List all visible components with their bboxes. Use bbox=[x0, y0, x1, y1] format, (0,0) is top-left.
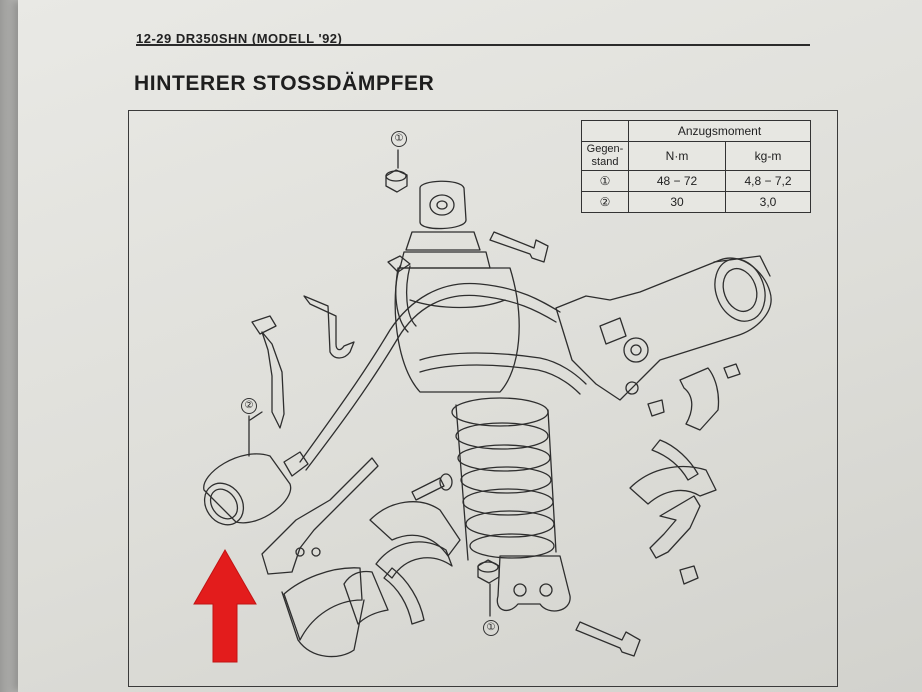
table-corner bbox=[581, 120, 629, 142]
reservoir-hose bbox=[299, 255, 587, 471]
reservoir-canister bbox=[203, 451, 309, 526]
reservoir-bracket bbox=[261, 457, 379, 658]
right-guard bbox=[679, 367, 720, 431]
page-header: 12-29 DR350SHN (MODELL '92) bbox=[136, 31, 343, 46]
lower-clevis bbox=[496, 555, 571, 612]
reservoir-clamp bbox=[343, 501, 461, 625]
cell-nm: 48 − 72 bbox=[628, 170, 726, 192]
cell-kgm: 4,8 − 7,2 bbox=[725, 170, 811, 192]
callout-item1-bottom: ① bbox=[483, 620, 499, 636]
page-title: HINTERER STOSSDÄMPFER bbox=[134, 72, 435, 95]
top-bolt bbox=[489, 231, 549, 263]
lower-right-clamp bbox=[629, 439, 717, 559]
diagram-frame bbox=[128, 110, 838, 687]
bottom-bolt bbox=[575, 621, 641, 657]
small-bolt-lower bbox=[679, 565, 699, 585]
callout-item1-top: ① bbox=[391, 131, 407, 147]
hose-bracket bbox=[303, 295, 355, 359]
shock-top-mount bbox=[399, 180, 491, 269]
torque-table: Anzugsmoment Gegen- stand N·m kg-m ① 48 … bbox=[581, 120, 811, 213]
col-header-nm: N·m bbox=[628, 141, 726, 171]
table-caption: Anzugsmoment bbox=[628, 120, 811, 142]
clamp-screw bbox=[411, 473, 453, 501]
manual-page bbox=[18, 0, 922, 692]
col-header-kgm: kg-m bbox=[725, 141, 811, 171]
top-nut bbox=[385, 169, 408, 193]
table-row: ② 30 3,0 bbox=[581, 191, 811, 213]
callout-item2: ② bbox=[241, 398, 257, 414]
lower-nut bbox=[477, 559, 500, 584]
linkage-lever bbox=[555, 255, 772, 401]
cell-kgm: 3,0 bbox=[725, 191, 811, 213]
small-bolt-right bbox=[647, 363, 741, 417]
shock-body bbox=[394, 267, 520, 393]
red-arrow-annotation bbox=[193, 548, 257, 663]
table-row: ① 48 − 72 4,8 − 7,2 bbox=[581, 170, 811, 192]
header-rule bbox=[136, 44, 810, 46]
col-header-part: Gegen- stand bbox=[581, 141, 629, 171]
cell-item: ① bbox=[581, 170, 629, 192]
cable-tie bbox=[249, 315, 285, 429]
cell-item: ② bbox=[581, 191, 629, 213]
cell-nm: 30 bbox=[628, 191, 726, 213]
coil-spring bbox=[451, 397, 557, 561]
